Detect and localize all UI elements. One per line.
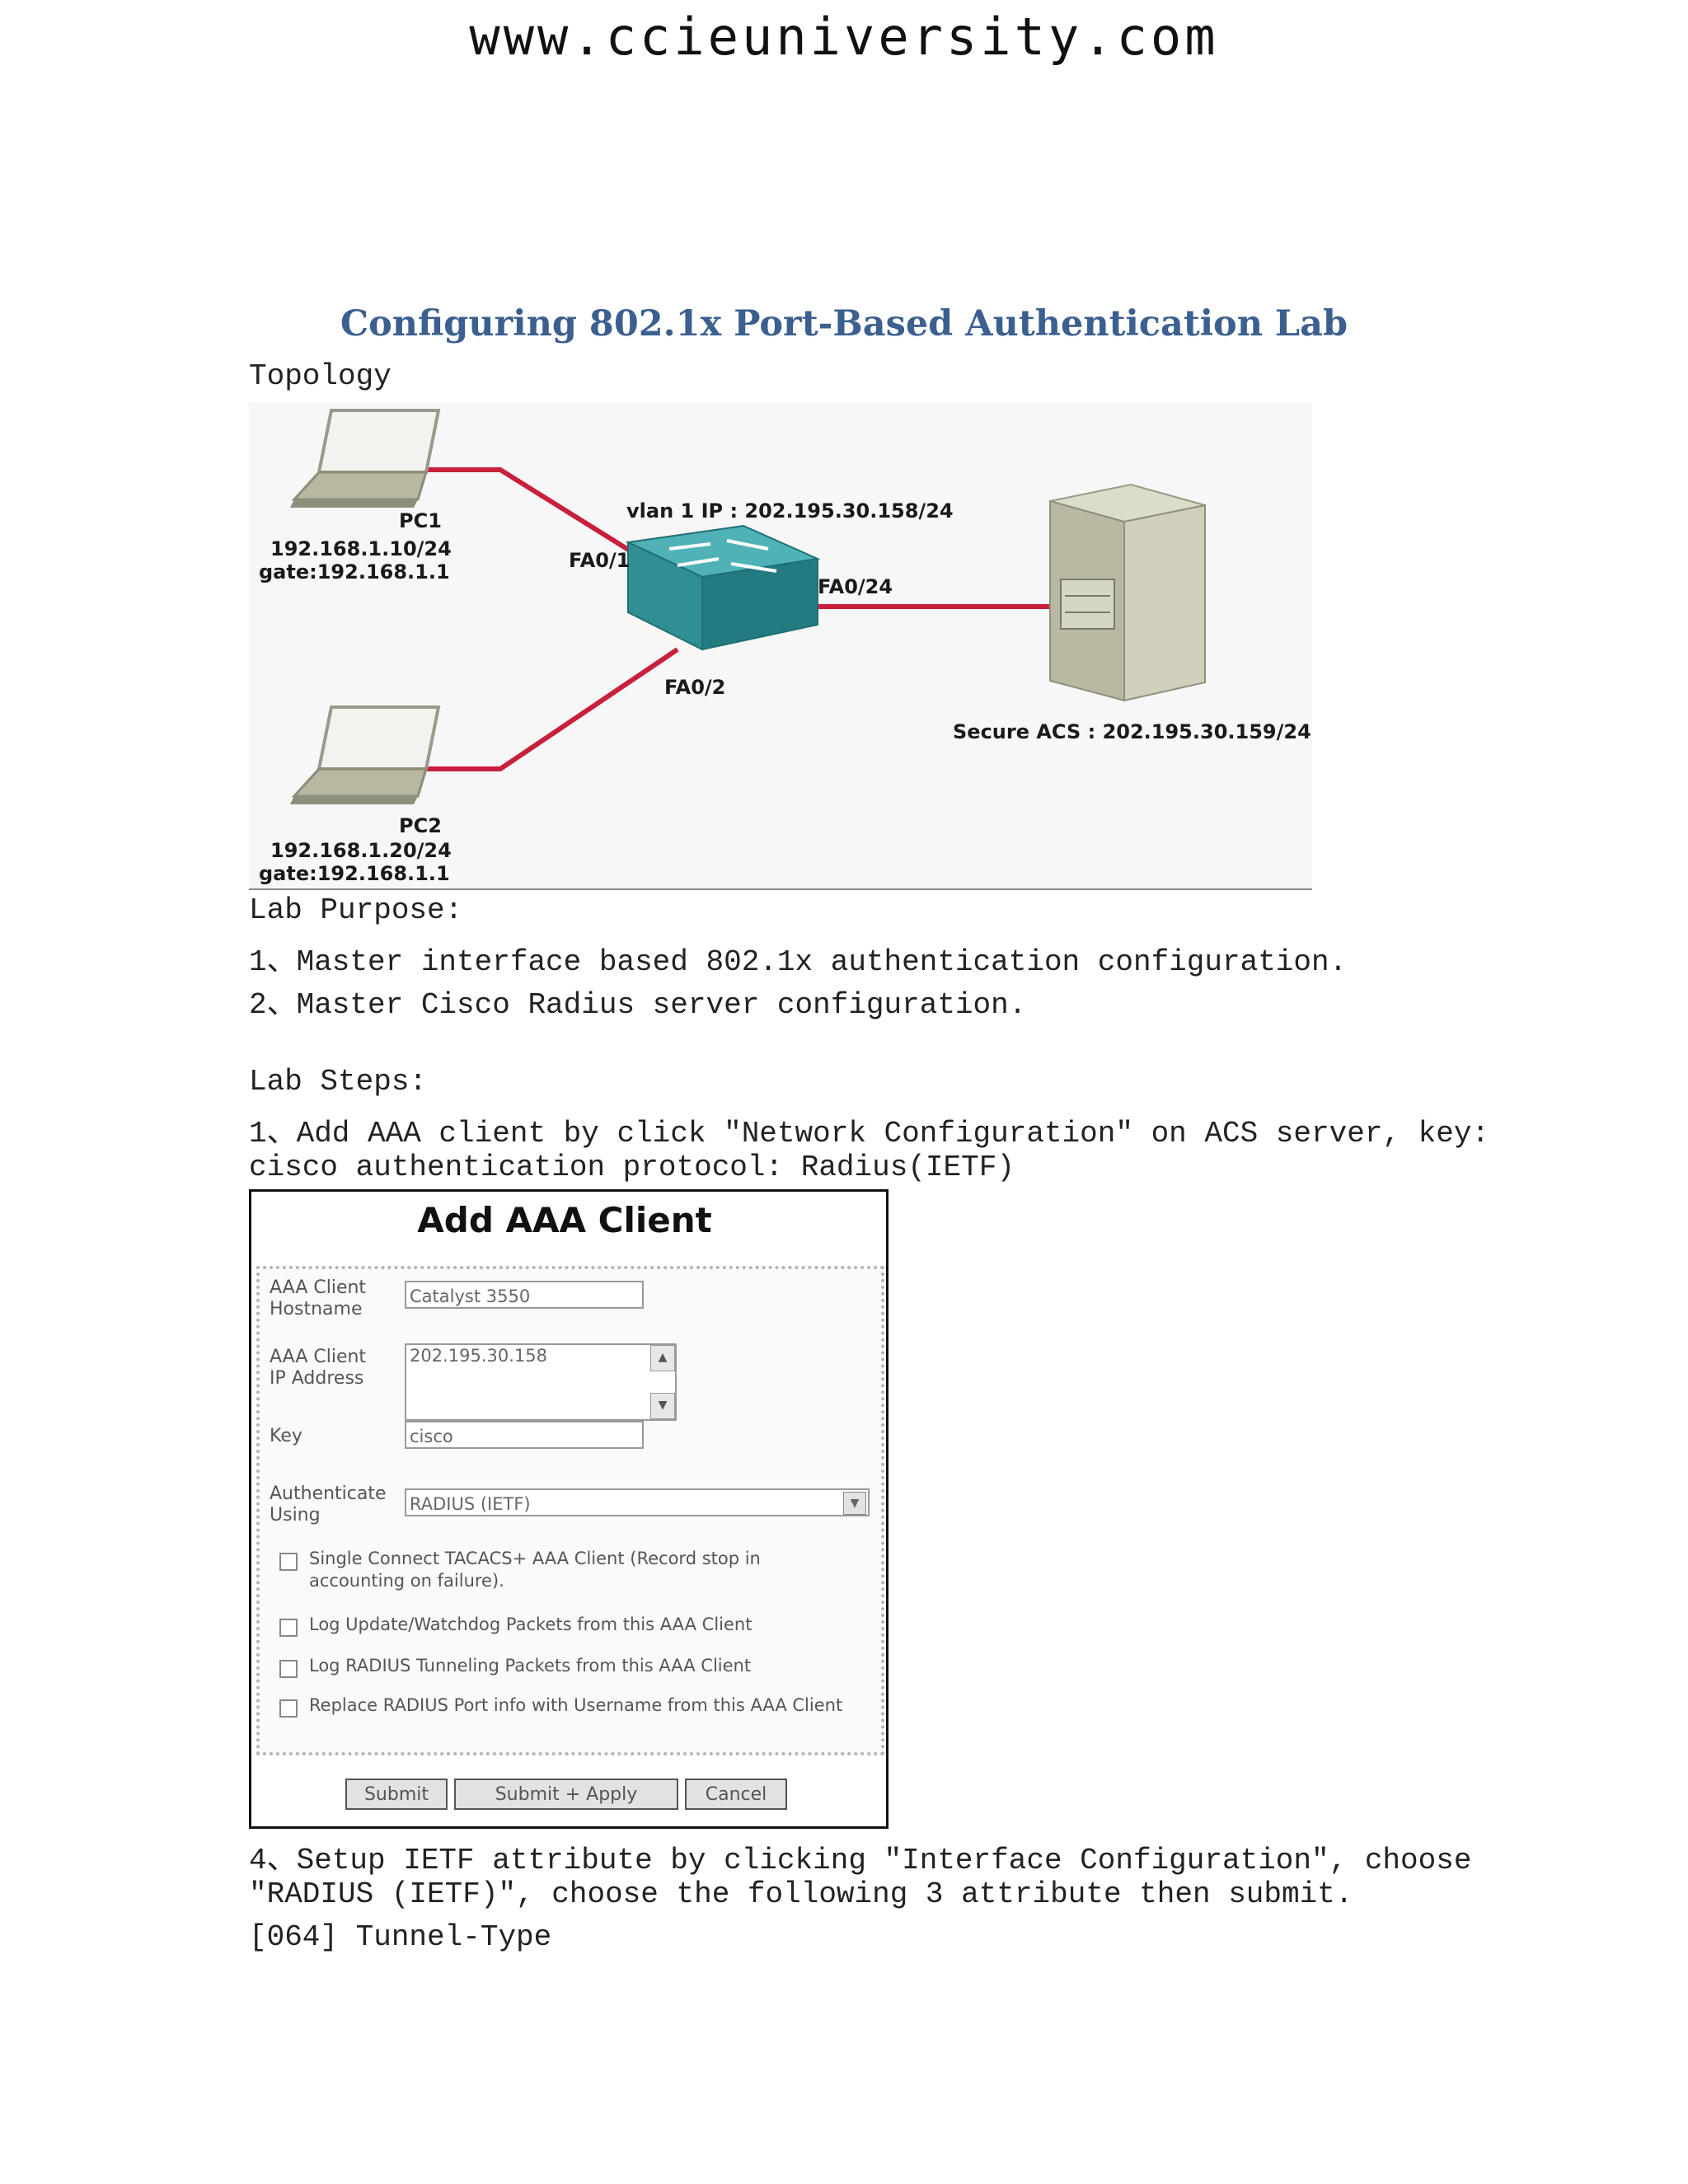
acs-label: Secure ACS : 202.195.30.159/24 [953, 720, 1311, 743]
pc1-ip: 192.168.1.10/24 [270, 537, 452, 560]
single-connect-checkbox[interactable] [279, 1553, 298, 1571]
log-update-checkbox[interactable] [279, 1619, 298, 1637]
pc1-gateway: gate:192.168.1.1 [259, 560, 450, 583]
key-label: Key [270, 1426, 302, 1446]
pc2-name: PC2 [399, 814, 442, 837]
port-fa01-label: FA0/1 [569, 549, 631, 572]
pc1-name: PC1 [399, 509, 442, 532]
log-radius-tunneling-label: Log RADIUS Tunneling Packets from this A… [309, 1656, 752, 1675]
scroll-up-icon[interactable]: ▲ [650, 1345, 675, 1371]
log-radius-tunneling-checkbox[interactable] [279, 1660, 298, 1678]
step4-line-1: 4、Setup IETF attribute by clicking "Inte… [249, 1844, 1472, 1877]
option-single-connect[interactable]: Single Connect TACACS+ AAA Client (Recor… [279, 1548, 865, 1597]
topology-label: Topology [249, 359, 392, 393]
chevron-down-icon: ▼ [843, 1492, 866, 1515]
steps-heading: Lab Steps: [249, 1065, 428, 1099]
authenticate-using-select[interactable]: RADIUS (IETF) ▼ [405, 1488, 870, 1516]
step4-line-2: "RADIUS (IETF)", choose the following 3 … [249, 1877, 1353, 1911]
acs-server-icon [1049, 483, 1206, 702]
pc1-laptop-icon [290, 409, 441, 508]
site-header: www.ccieuniversity.com [469, 7, 1219, 67]
link-pc1-switch [426, 467, 638, 557]
single-connect-label: Single Connect TACACS+ AAA Client (Recor… [309, 1549, 761, 1591]
pc2-ip: 192.168.1.20/24 [270, 839, 452, 862]
submit-button[interactable]: Submit [345, 1779, 448, 1810]
step1-line-2: cisco authentication protocol: Radius(IE… [249, 1151, 1015, 1184]
step4-line-3: [064] Tunnel-Type [249, 1920, 552, 1954]
hostname-input[interactable]: Catalyst 3550 [405, 1281, 644, 1309]
cancel-button[interactable]: Cancel [685, 1779, 787, 1810]
link-pc2-switch [426, 647, 679, 771]
form-title: Add AAA Client [417, 1200, 712, 1240]
log-update-label: Log Update/Watchdog Packets from this AA… [309, 1615, 753, 1634]
key-input[interactable]: cisco [405, 1421, 644, 1449]
switch-icon [625, 524, 821, 651]
step1-line-1: 1、Add AAA client by click "Network Confi… [249, 1117, 1490, 1151]
ip-address-textarea[interactable]: 202.195.30.158 ▲ ▼ [405, 1343, 677, 1421]
pc2-gateway: gate:192.168.1.1 [259, 862, 450, 885]
pc2-laptop-icon [290, 705, 441, 804]
vlan-ip-label: vlan 1 IP : 202.195.30.158/24 [626, 499, 954, 523]
submit-apply-button[interactable]: Submit + Apply [454, 1779, 678, 1810]
option-log-update[interactable]: Log Update/Watchdog Packets from this AA… [279, 1614, 865, 1638]
option-log-radius-tunneling[interactable]: Log RADIUS Tunneling Packets from this A… [279, 1655, 865, 1680]
document-title: Configuring 802.1x Port-Based Authentica… [340, 303, 1348, 344]
topology-drawing [290, 409, 1206, 804]
port-fa02-label: FA0/2 [664, 676, 726, 699]
scroll-down-icon[interactable]: ▼ [650, 1393, 675, 1419]
purpose-heading: Lab Purpose: [249, 893, 463, 927]
purpose-item-2: 2、Master Cisco Radius server configurati… [249, 988, 1027, 1022]
port-fa024-label: FA0/24 [818, 575, 893, 598]
option-replace-radius-port[interactable]: Replace RADIUS Port info with Username f… [279, 1694, 865, 1744]
replace-radius-port-checkbox[interactable] [279, 1699, 298, 1718]
purpose-item-1: 1、Master interface based 802.1x authenti… [249, 945, 1348, 979]
replace-radius-port-label: Replace RADIUS Port info with Username f… [309, 1695, 843, 1715]
topology-diagram: vlan 1 IP : 202.195.30.158/24 FA0/1 FA0/… [249, 402, 1312, 890]
ip-address-value: 202.195.30.158 [410, 1346, 547, 1366]
authenticate-using-value: RADIUS (IETF) [410, 1494, 531, 1514]
